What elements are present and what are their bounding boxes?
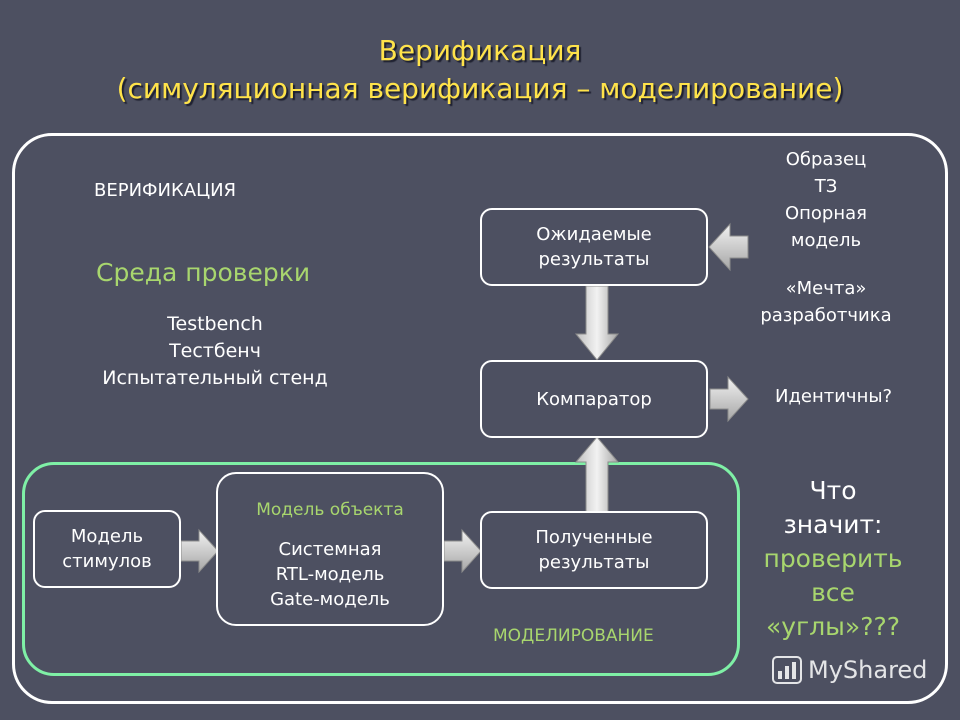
stimulus-model-line: стимулов bbox=[62, 551, 152, 572]
stimulus-model-box: Модель стимулов bbox=[33, 510, 181, 588]
meaning-question-highlight: все bbox=[811, 578, 855, 607]
reference-source: Опорная bbox=[784, 203, 867, 224]
chart-icon bbox=[772, 656, 802, 684]
expected-results-box: Ожидаемые результаты bbox=[480, 208, 708, 286]
reference-source: ТЗ bbox=[814, 176, 838, 197]
arrow-obtained-to-comparator bbox=[574, 436, 620, 513]
reference-sources: Образец ТЗ Опорная модель bbox=[750, 146, 902, 254]
test-environment-name: Испытательный стенд bbox=[102, 367, 328, 389]
verification-label: ВЕРИФИКАЦИЯ bbox=[94, 180, 237, 201]
arrow-sources-to-expected bbox=[708, 222, 749, 272]
verification-frame bbox=[12, 133, 948, 704]
watermark-text: MyShared bbox=[808, 656, 928, 684]
watermark-logo: MyShared bbox=[772, 656, 927, 684]
meaning-question-highlight: проверить bbox=[763, 544, 903, 573]
modeling-label: МОДЕЛИРОВАНИЕ bbox=[493, 626, 654, 646]
developer-dream-line: «Мечта» bbox=[785, 278, 867, 299]
identical-question: Идентичны? bbox=[775, 386, 893, 407]
expected-results-line: результаты bbox=[538, 249, 650, 270]
test-environment-names: Testbench Тестбенч Испытательный стенд bbox=[60, 311, 370, 392]
test-environment-heading: Среда проверки bbox=[96, 258, 311, 287]
comparator-label: Компаратор bbox=[536, 388, 652, 410]
meaning-question-line: Что bbox=[809, 476, 857, 505]
test-environment-name: Testbench bbox=[167, 313, 263, 335]
meaning-question: Что значит: проверить все «углы»??? bbox=[748, 474, 918, 644]
arrow-stimulus-to-object bbox=[180, 528, 219, 574]
arrow-object-to-obtained bbox=[443, 528, 482, 574]
stimulus-model-line: Модель bbox=[70, 526, 144, 547]
object-model-line: Системная bbox=[278, 539, 382, 560]
slide-title-line1: Верификация bbox=[378, 34, 582, 67]
object-model-heading: Модель объекта bbox=[256, 500, 404, 520]
object-model-line: Gate-модель bbox=[270, 589, 390, 610]
expected-results-line: Ожидаемые bbox=[536, 224, 652, 245]
reference-source: Образец bbox=[785, 149, 867, 170]
obtained-results-box: Полученные результаты bbox=[480, 511, 708, 589]
developer-dream: «Мечта» разработчика bbox=[740, 275, 912, 329]
object-model-box: Модель объекта Системная RTL-модель Gate… bbox=[216, 472, 444, 626]
developer-dream-line: разработчика bbox=[760, 305, 892, 326]
modeling-frame bbox=[22, 462, 740, 676]
obtained-results-line: Полученные bbox=[535, 527, 653, 548]
reference-source: модель bbox=[790, 230, 862, 251]
test-environment-name: Тестбенч bbox=[169, 340, 261, 362]
meaning-question-line: значит: bbox=[783, 510, 883, 539]
obtained-results-line: результаты bbox=[538, 552, 650, 573]
meaning-question-highlight: «углы»??? bbox=[765, 612, 901, 641]
object-model-line: RTL-модель bbox=[275, 564, 385, 585]
arrow-expected-to-comparator bbox=[574, 285, 620, 361]
slide-title-line2: (симуляционная верификация – моделирован… bbox=[116, 72, 844, 105]
comparator-box: Компаратор bbox=[480, 360, 708, 438]
arrow-comparator-to-result bbox=[709, 375, 749, 423]
